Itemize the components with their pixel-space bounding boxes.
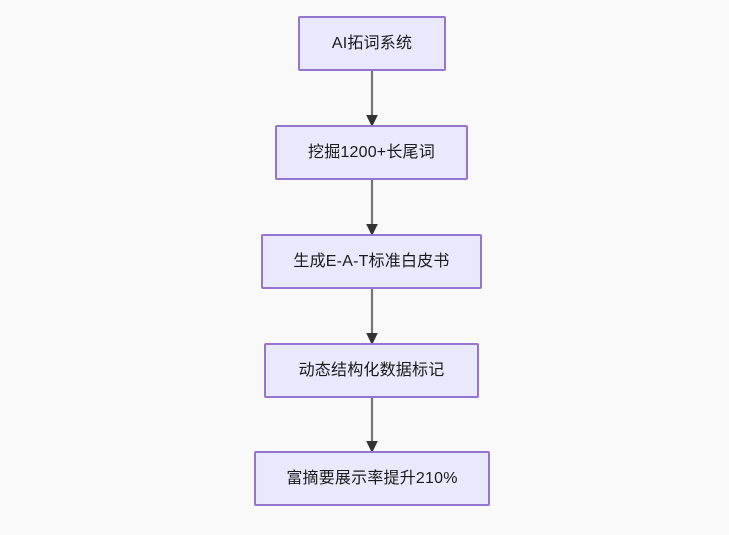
flow-node-label: AI拓词系统 xyxy=(331,34,413,52)
flow-node-label: 富摘要展示率提升210% xyxy=(286,469,458,487)
edge-n4-n5 xyxy=(352,392,392,457)
flow-node-mine-longtail-keywords[interactable]: 挖掘1200+长尾词 xyxy=(275,125,468,180)
flow-node-label: 挖掘1200+长尾词 xyxy=(308,143,435,161)
flow-node-ai-keyword-system[interactable]: AI拓词系统 xyxy=(298,16,446,71)
flow-node-generate-eat-whitepaper[interactable]: 生成E-A-T标准白皮书 xyxy=(261,234,482,289)
flow-node-label: 生成E-A-T标准白皮书 xyxy=(293,252,450,270)
flow-node-label: 动态结构化数据标记 xyxy=(298,361,445,379)
edge-n1-n2 xyxy=(352,65,392,131)
flow-node-dynamic-structured-data-markup[interactable]: 动态结构化数据标记 xyxy=(264,343,479,398)
edge-n3-n4 xyxy=(352,283,392,349)
flow-node-rich-snippet-rate-increase[interactable]: 富摘要展示率提升210% xyxy=(254,451,490,506)
edge-n2-n3 xyxy=(352,174,392,240)
